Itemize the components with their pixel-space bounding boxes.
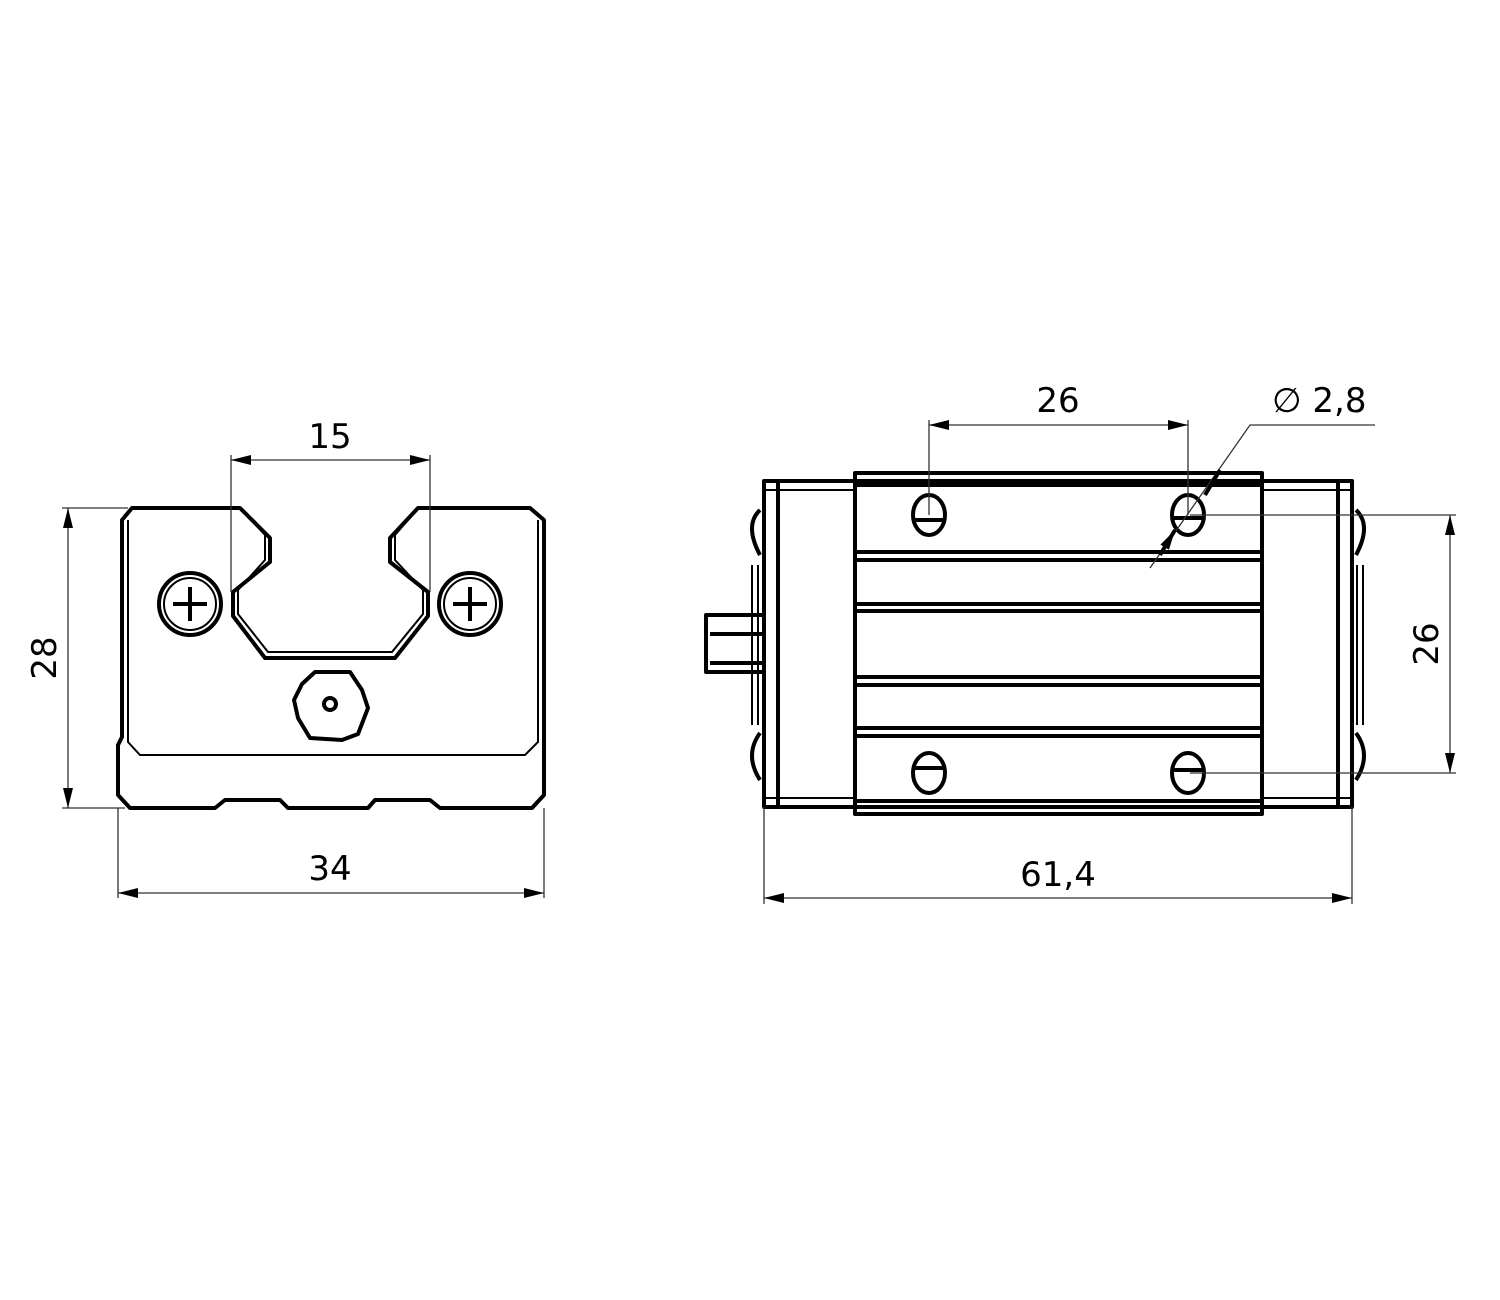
- dimension-hole-spacing-x: 26: [1036, 381, 1079, 421]
- screw-left: [157, 571, 223, 637]
- dimension-height: 28: [25, 636, 65, 679]
- grease-nipple: [292, 670, 370, 742]
- end-caps-outline: [762, 479, 1354, 809]
- dimension-width: 34: [308, 849, 351, 889]
- end-seal-lines: [776, 481, 1340, 807]
- dimension-hole-spacing-y: 26: [1407, 622, 1447, 665]
- side-view: 26 ∅ 2,8 26 61,4: [704, 381, 1456, 904]
- carriage-body-outline: [116, 506, 546, 810]
- grease-nipple-side: [704, 613, 764, 674]
- block-grooves: [855, 483, 1262, 803]
- dimension-slot-width: 15: [308, 417, 351, 457]
- front-view: 15 28 34: [25, 417, 546, 898]
- top-plate-outline: [127, 520, 539, 756]
- dimension-hole-diameter: ∅ 2,8: [1272, 381, 1367, 421]
- phillips-cross-icon: [453, 587, 487, 621]
- slot-inner-line: [237, 512, 424, 653]
- end-screws: [750, 508, 1366, 782]
- screw-right: [437, 571, 503, 637]
- phillips-cross-icon: [173, 587, 207, 621]
- carriage-block: [853, 471, 1264, 816]
- dimension-length: 61,4: [1020, 855, 1096, 895]
- side-screws: [911, 493, 1206, 795]
